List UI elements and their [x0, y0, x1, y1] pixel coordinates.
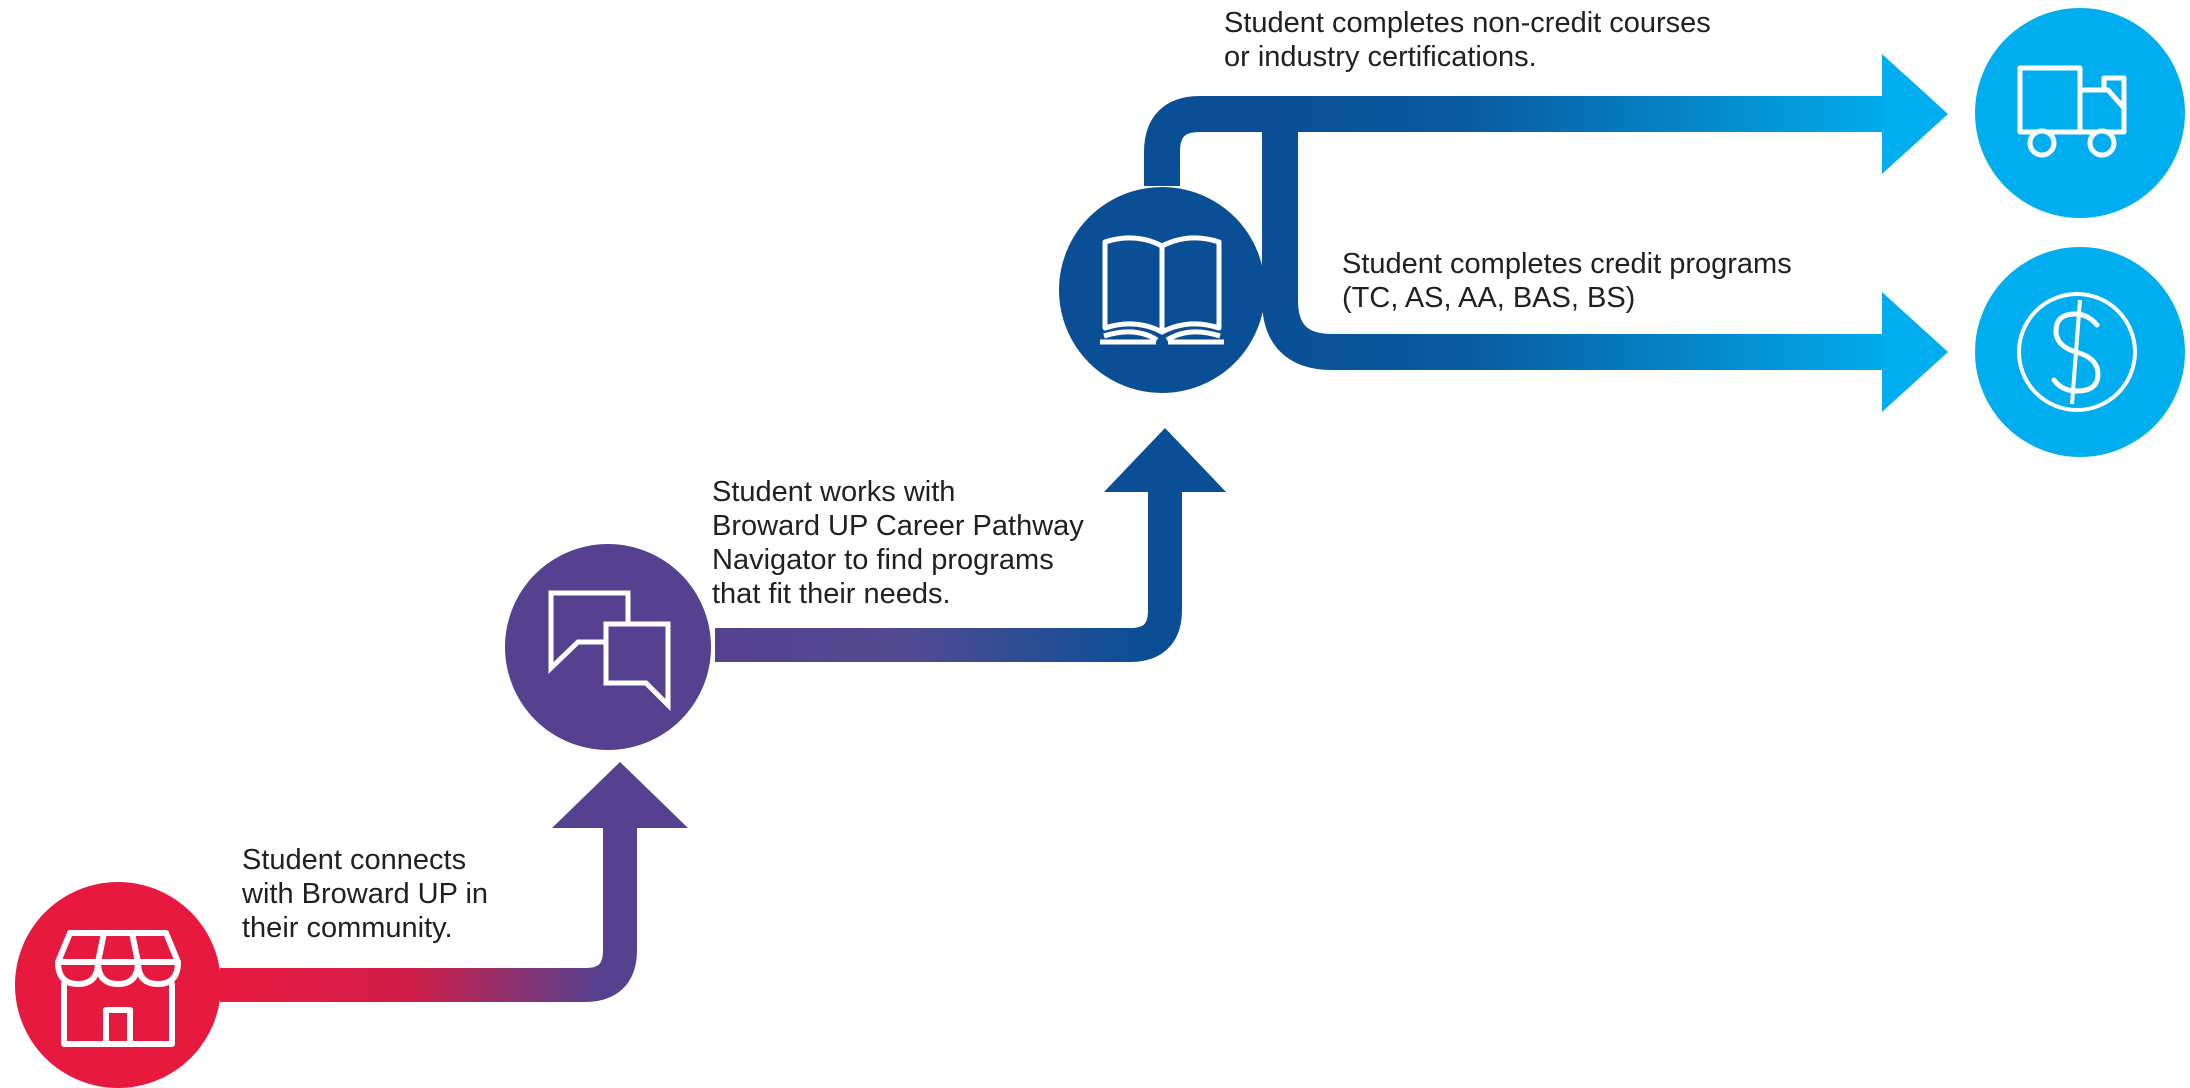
- connector-education-to-outcomes: [1144, 54, 1948, 412]
- connector-community-to-navigator: [220, 762, 688, 1002]
- community-text-line-2: with Broward UP in: [241, 878, 488, 910]
- non-credit-text-line-1: Student completes non-credit courses: [1224, 7, 1711, 39]
- step-navigator: [505, 544, 711, 750]
- credit-text: Student completes credit programs (TC, A…: [1342, 248, 1800, 314]
- outcome-non-credit: [1975, 8, 2185, 218]
- open-book-icon: [1100, 235, 1224, 345]
- arrow-right-non-credit: [1882, 54, 1948, 174]
- credit-text-line-2: (TC, AS, AA, BAS, BS): [1342, 282, 1635, 314]
- credit-text-line-1: Student completes credit programs: [1342, 248, 1792, 280]
- delivery-truck-icon: [2017, 65, 2127, 158]
- arrow-up-to-navigator: [552, 762, 688, 828]
- step-education: [1059, 187, 1265, 393]
- community-text-line-3: their community.: [242, 912, 453, 944]
- navigator-text-line-2: Broward UP Career Pathway: [712, 510, 1084, 542]
- storefront-icon: [55, 930, 181, 1047]
- chat-bubbles-icon: [548, 590, 671, 712]
- community-text: Student connects with Broward UP in thei…: [241, 844, 496, 944]
- community-text-line-1: Student connects: [242, 844, 466, 876]
- dollar-icon: [2017, 292, 2137, 412]
- arrow-right-credit: [1882, 292, 1948, 412]
- step-community: [15, 882, 221, 1088]
- non-credit-text-line-2: or industry certifications.: [1224, 41, 1537, 73]
- navigator-text-line-3: Navigator to find programs: [712, 544, 1054, 576]
- connector-navigator-to-education: [715, 428, 1226, 662]
- non-credit-text: Student completes non-credit courses or …: [1224, 7, 1719, 73]
- navigator-text-line-1: Student works with: [712, 476, 955, 508]
- arrow-up-to-education: [1104, 428, 1226, 492]
- navigator-text: Student works with Broward UP Career Pat…: [712, 476, 1092, 610]
- navigator-text-line-4: that fit their needs.: [712, 578, 951, 610]
- outcome-credit: [1975, 247, 2185, 457]
